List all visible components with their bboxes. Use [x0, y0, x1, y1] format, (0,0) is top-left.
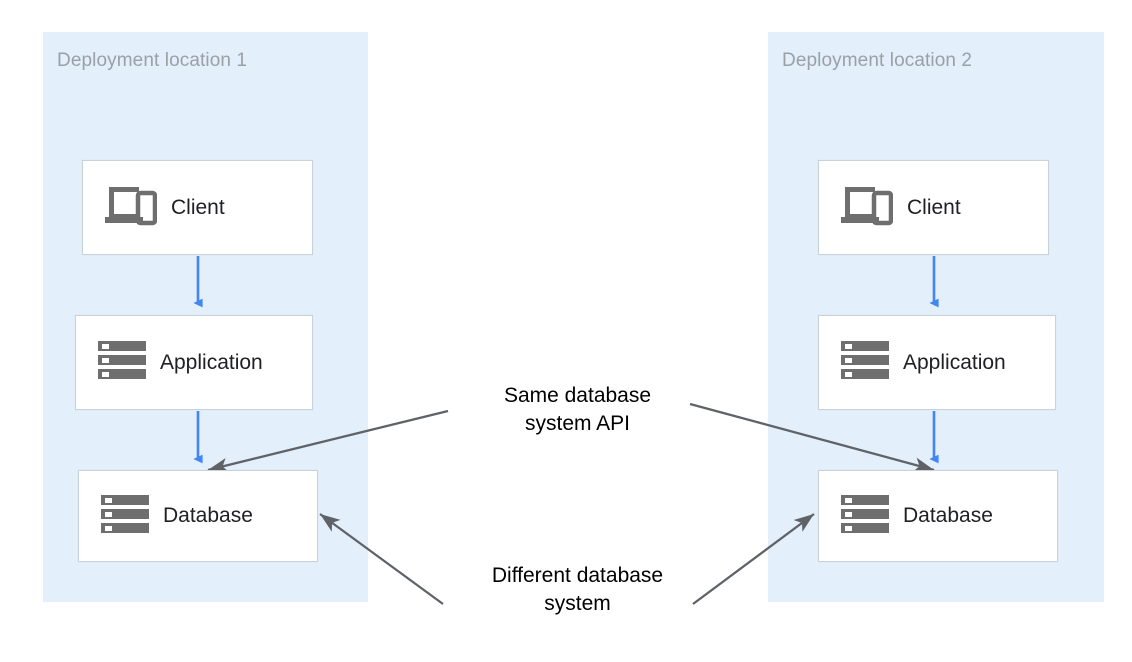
devices-icon	[105, 183, 158, 232]
node-database-1[interactable]: Database	[78, 470, 318, 562]
node-client-1[interactable]: Client	[82, 160, 313, 255]
deployment-location-1-title: Deployment location 1	[57, 50, 248, 71]
server-stack-icon	[841, 339, 889, 386]
node-application-1[interactable]: Application	[75, 315, 313, 410]
node-database-2-label: Database	[903, 504, 993, 527]
node-application-2-label: Application	[903, 350, 1006, 374]
deployment-location-2-title: Deployment location 2	[782, 50, 973, 71]
node-application-1-label: Application	[160, 350, 263, 374]
annotation-same-database-system-api: Same database system API	[503, 384, 652, 435]
server-stack-icon	[841, 493, 889, 540]
node-database-1-label: Database	[163, 504, 253, 527]
server-stack-icon	[101, 493, 149, 540]
node-database-2[interactable]: Database	[818, 470, 1058, 562]
annotation-different-database-system: Different database system	[491, 564, 664, 615]
node-client-2[interactable]: Client	[818, 160, 1049, 255]
devices-icon	[841, 183, 894, 232]
node-client-2-label: Client	[907, 195, 961, 219]
server-stack-icon	[98, 339, 146, 386]
node-client-1-label: Client	[171, 195, 225, 219]
node-application-2[interactable]: Application	[818, 315, 1056, 410]
